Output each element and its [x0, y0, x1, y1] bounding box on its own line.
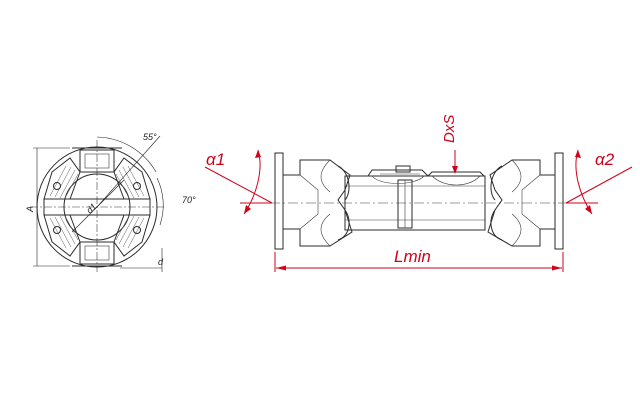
- angle-70-label: 70°: [182, 195, 196, 205]
- flange-end-view: A d1 d 55° 70°: [25, 132, 196, 272]
- bolt-hole: [53, 182, 61, 190]
- bolt-hole: [53, 226, 61, 234]
- dimension-d-label: d: [158, 257, 164, 267]
- hatched-sector-top-left: [43, 157, 81, 200]
- hatched-sector-bottom-left: [43, 214, 81, 257]
- min-length-label: Lmin: [394, 247, 431, 266]
- angle-alpha1-label: α1: [206, 150, 225, 169]
- bolt-hole: [133, 226, 141, 234]
- hatched-sector-bottom-right: [113, 214, 151, 257]
- angle-alpha2-label: α2: [595, 150, 615, 169]
- bolt-hole: [133, 182, 141, 190]
- hatched-sector-top-right: [113, 157, 151, 200]
- angle-55-label: 55°: [143, 132, 157, 142]
- dimension-d1-label: d1: [84, 201, 98, 215]
- shaft-side-view: α1 α2 DxS Lmin: [204, 115, 633, 272]
- dimension-A-label: A: [25, 206, 35, 213]
- shaft-diameter-label: DxS: [441, 115, 458, 143]
